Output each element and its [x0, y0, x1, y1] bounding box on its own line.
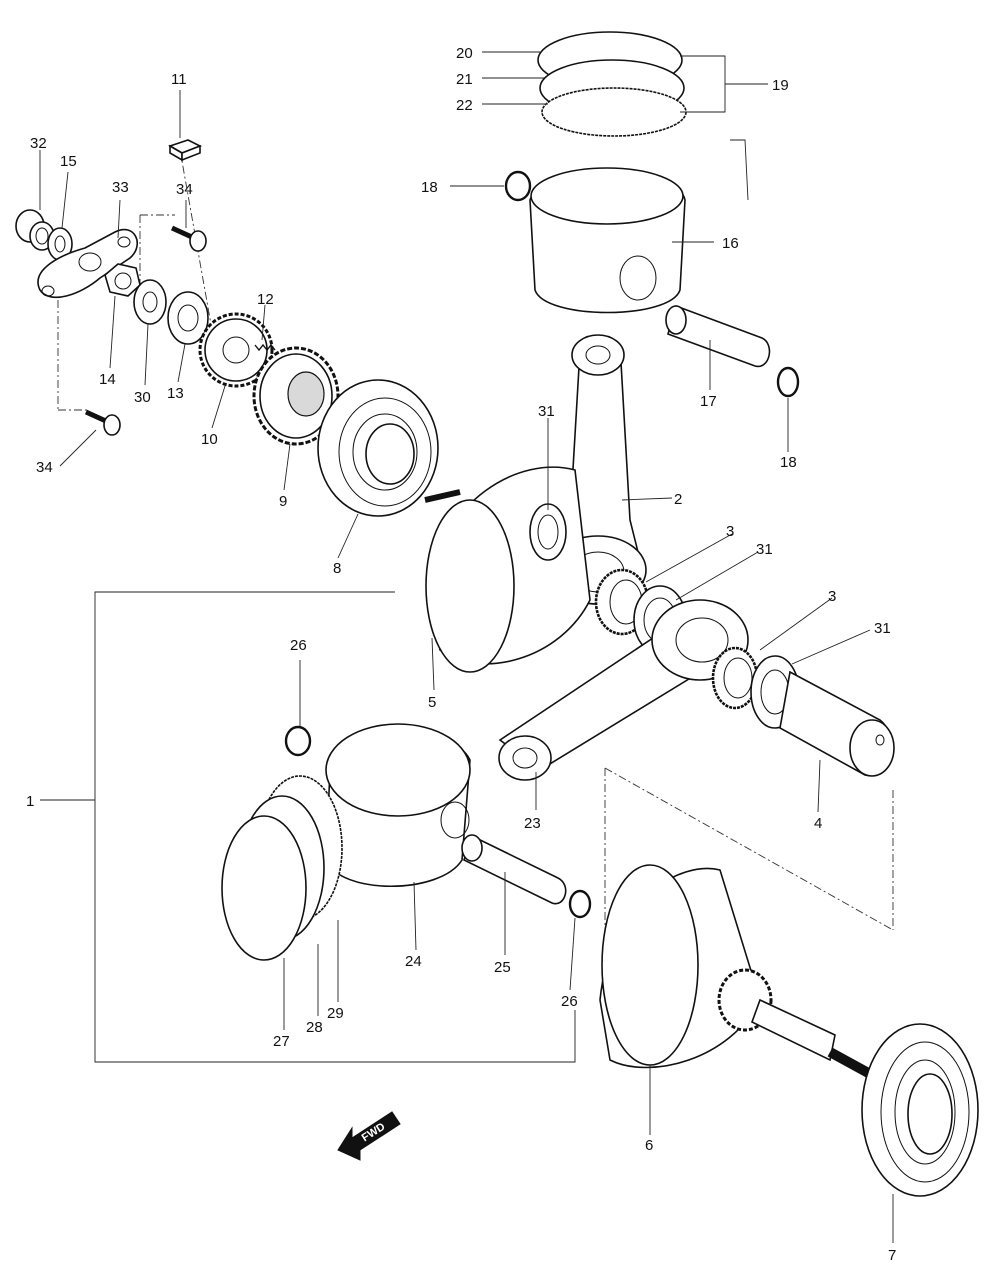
- washer-15: [47, 227, 73, 261]
- label-19: 19: [772, 77, 789, 94]
- label-20: 20: [456, 45, 473, 62]
- label-10: 10: [201, 431, 218, 448]
- label-26b: 26: [561, 993, 578, 1010]
- label-34a: 34: [176, 181, 193, 198]
- piston-16: [529, 167, 686, 314]
- screw-34-lower: [84, 409, 121, 436]
- lockwasher-30: [133, 279, 167, 325]
- label-15: 15: [60, 153, 77, 170]
- label-2: 2: [674, 491, 682, 508]
- label-30: 30: [134, 389, 151, 406]
- gear-10: [198, 312, 274, 388]
- label-17: 17: [700, 393, 717, 410]
- label-4: 4: [814, 815, 822, 832]
- label-12: 12: [257, 291, 274, 308]
- part-labels: 1 2 3 3 4 5 6 7 8 9 10 11 12 13 14 15 16…: [26, 45, 896, 1264]
- gear-9: [252, 346, 340, 446]
- label-28: 28: [306, 1019, 323, 1036]
- piston-24: [325, 723, 471, 888]
- label-7: 7: [888, 1247, 896, 1264]
- label-25: 25: [494, 959, 511, 976]
- conrod-23: [498, 599, 749, 781]
- label-23: 23: [524, 815, 541, 832]
- label-29: 29: [327, 1005, 344, 1022]
- label-26a: 26: [290, 637, 307, 654]
- label-5: 5: [428, 694, 436, 711]
- clip-18-right: [776, 366, 800, 398]
- label-31c: 31: [874, 620, 891, 637]
- label-18a: 18: [421, 179, 438, 196]
- label-16: 16: [722, 235, 739, 252]
- pin-17: [665, 304, 771, 367]
- washer-13: [167, 291, 209, 345]
- piston-rings-top: [537, 31, 687, 137]
- label-33: 33: [112, 179, 129, 196]
- label-22: 22: [456, 97, 473, 114]
- leader-lines: [39, 51, 894, 1243]
- key-11: [168, 139, 202, 162]
- label-32: 32: [30, 135, 47, 152]
- fwd-arrow: FWD: [337, 1111, 401, 1161]
- crank-half-6: [599, 864, 875, 1080]
- label-14: 14: [99, 371, 116, 388]
- plate-33: [37, 228, 139, 299]
- spring-12: [254, 343, 276, 352]
- label-3b: 3: [828, 588, 836, 605]
- label-11: 11: [171, 71, 187, 88]
- label-1: 1: [26, 793, 34, 810]
- label-3a: 3: [726, 523, 734, 540]
- assembly-bracket-1: [40, 591, 576, 1063]
- label-31a: 31: [538, 403, 555, 420]
- label-8: 8: [333, 560, 341, 577]
- crankpin-4: [779, 670, 895, 777]
- label-18b: 18: [780, 454, 797, 471]
- crank-half-5: [424, 466, 591, 673]
- label-34b: 34: [36, 459, 53, 476]
- clip-26-right: [568, 889, 592, 919]
- pin-25: [461, 834, 567, 905]
- label-9: 9: [279, 493, 287, 510]
- label-13: 13: [167, 385, 184, 402]
- label-24: 24: [405, 953, 422, 970]
- clip-26-left: [284, 725, 312, 757]
- clip-18-top: [504, 170, 532, 202]
- label-31b: 31: [756, 541, 773, 558]
- bearing-7: [861, 1023, 979, 1197]
- label-21: 21: [456, 71, 473, 88]
- bearing-3-b: [711, 646, 759, 710]
- bearing-8: [317, 379, 439, 517]
- washer-31-a: [529, 503, 567, 561]
- piston-rings-lower: [221, 775, 343, 961]
- label-6: 6: [645, 1137, 653, 1154]
- label-27: 27: [273, 1033, 290, 1050]
- screw-34-upper: [170, 225, 207, 252]
